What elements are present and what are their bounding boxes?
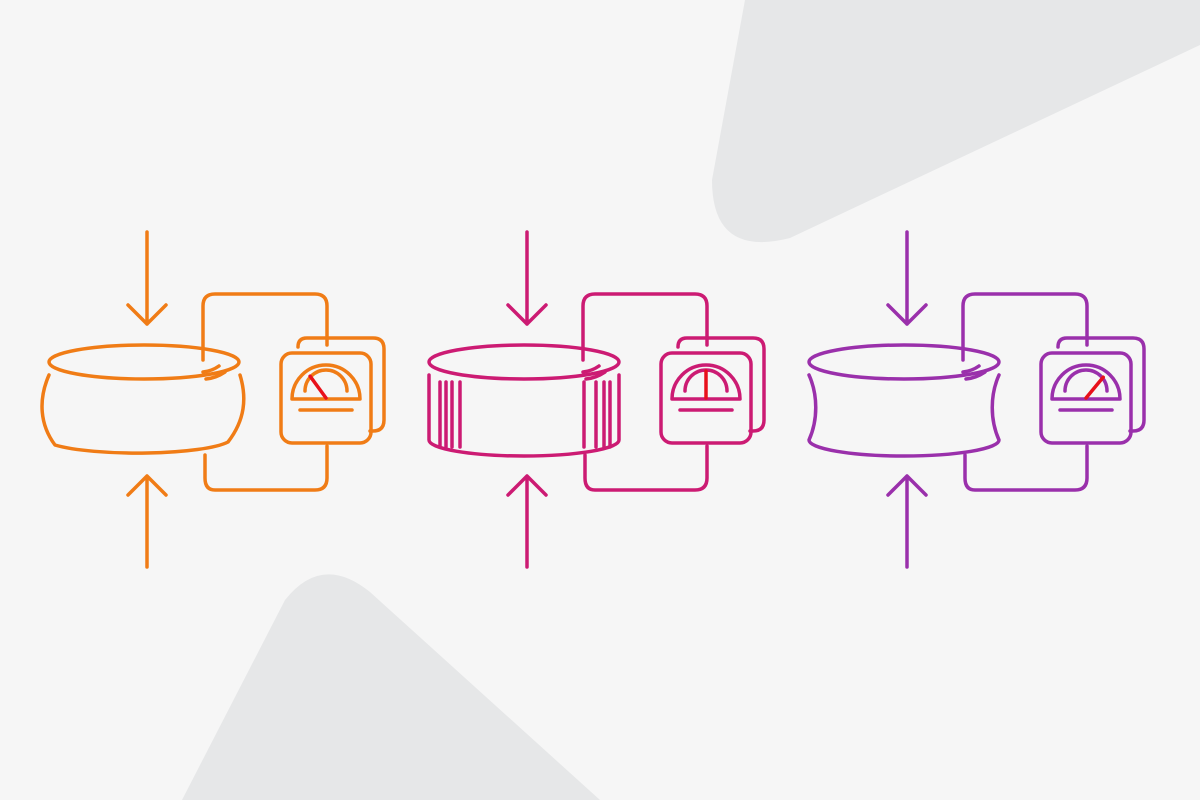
arrow-up-icon [126,474,168,569]
panel-purple [807,230,1146,569]
gauge-needle [308,374,328,400]
gauge-icon [1039,336,1146,445]
wire-icon [201,292,329,492]
wire-icon [581,292,709,492]
panel-magenta [427,230,766,569]
background-shapes [182,0,1200,800]
arrow-up-icon [506,474,548,569]
gauge-needle [1084,375,1105,400]
wire-icon [961,292,1089,492]
gauge-icon [279,336,386,445]
panel-orange [40,230,386,569]
arrow-down-icon [506,230,548,326]
arrow-up-icon [886,474,928,569]
sample-icon [427,343,621,458]
background-shape-bottom-left [182,574,600,800]
sample-icon [40,343,246,455]
arrow-down-icon [126,230,168,326]
test-panels [40,230,1146,569]
gauge-icon [659,336,766,445]
sample-icon [807,343,1001,458]
background-shape-top-right [712,0,1200,243]
arrow-down-icon [886,230,928,326]
